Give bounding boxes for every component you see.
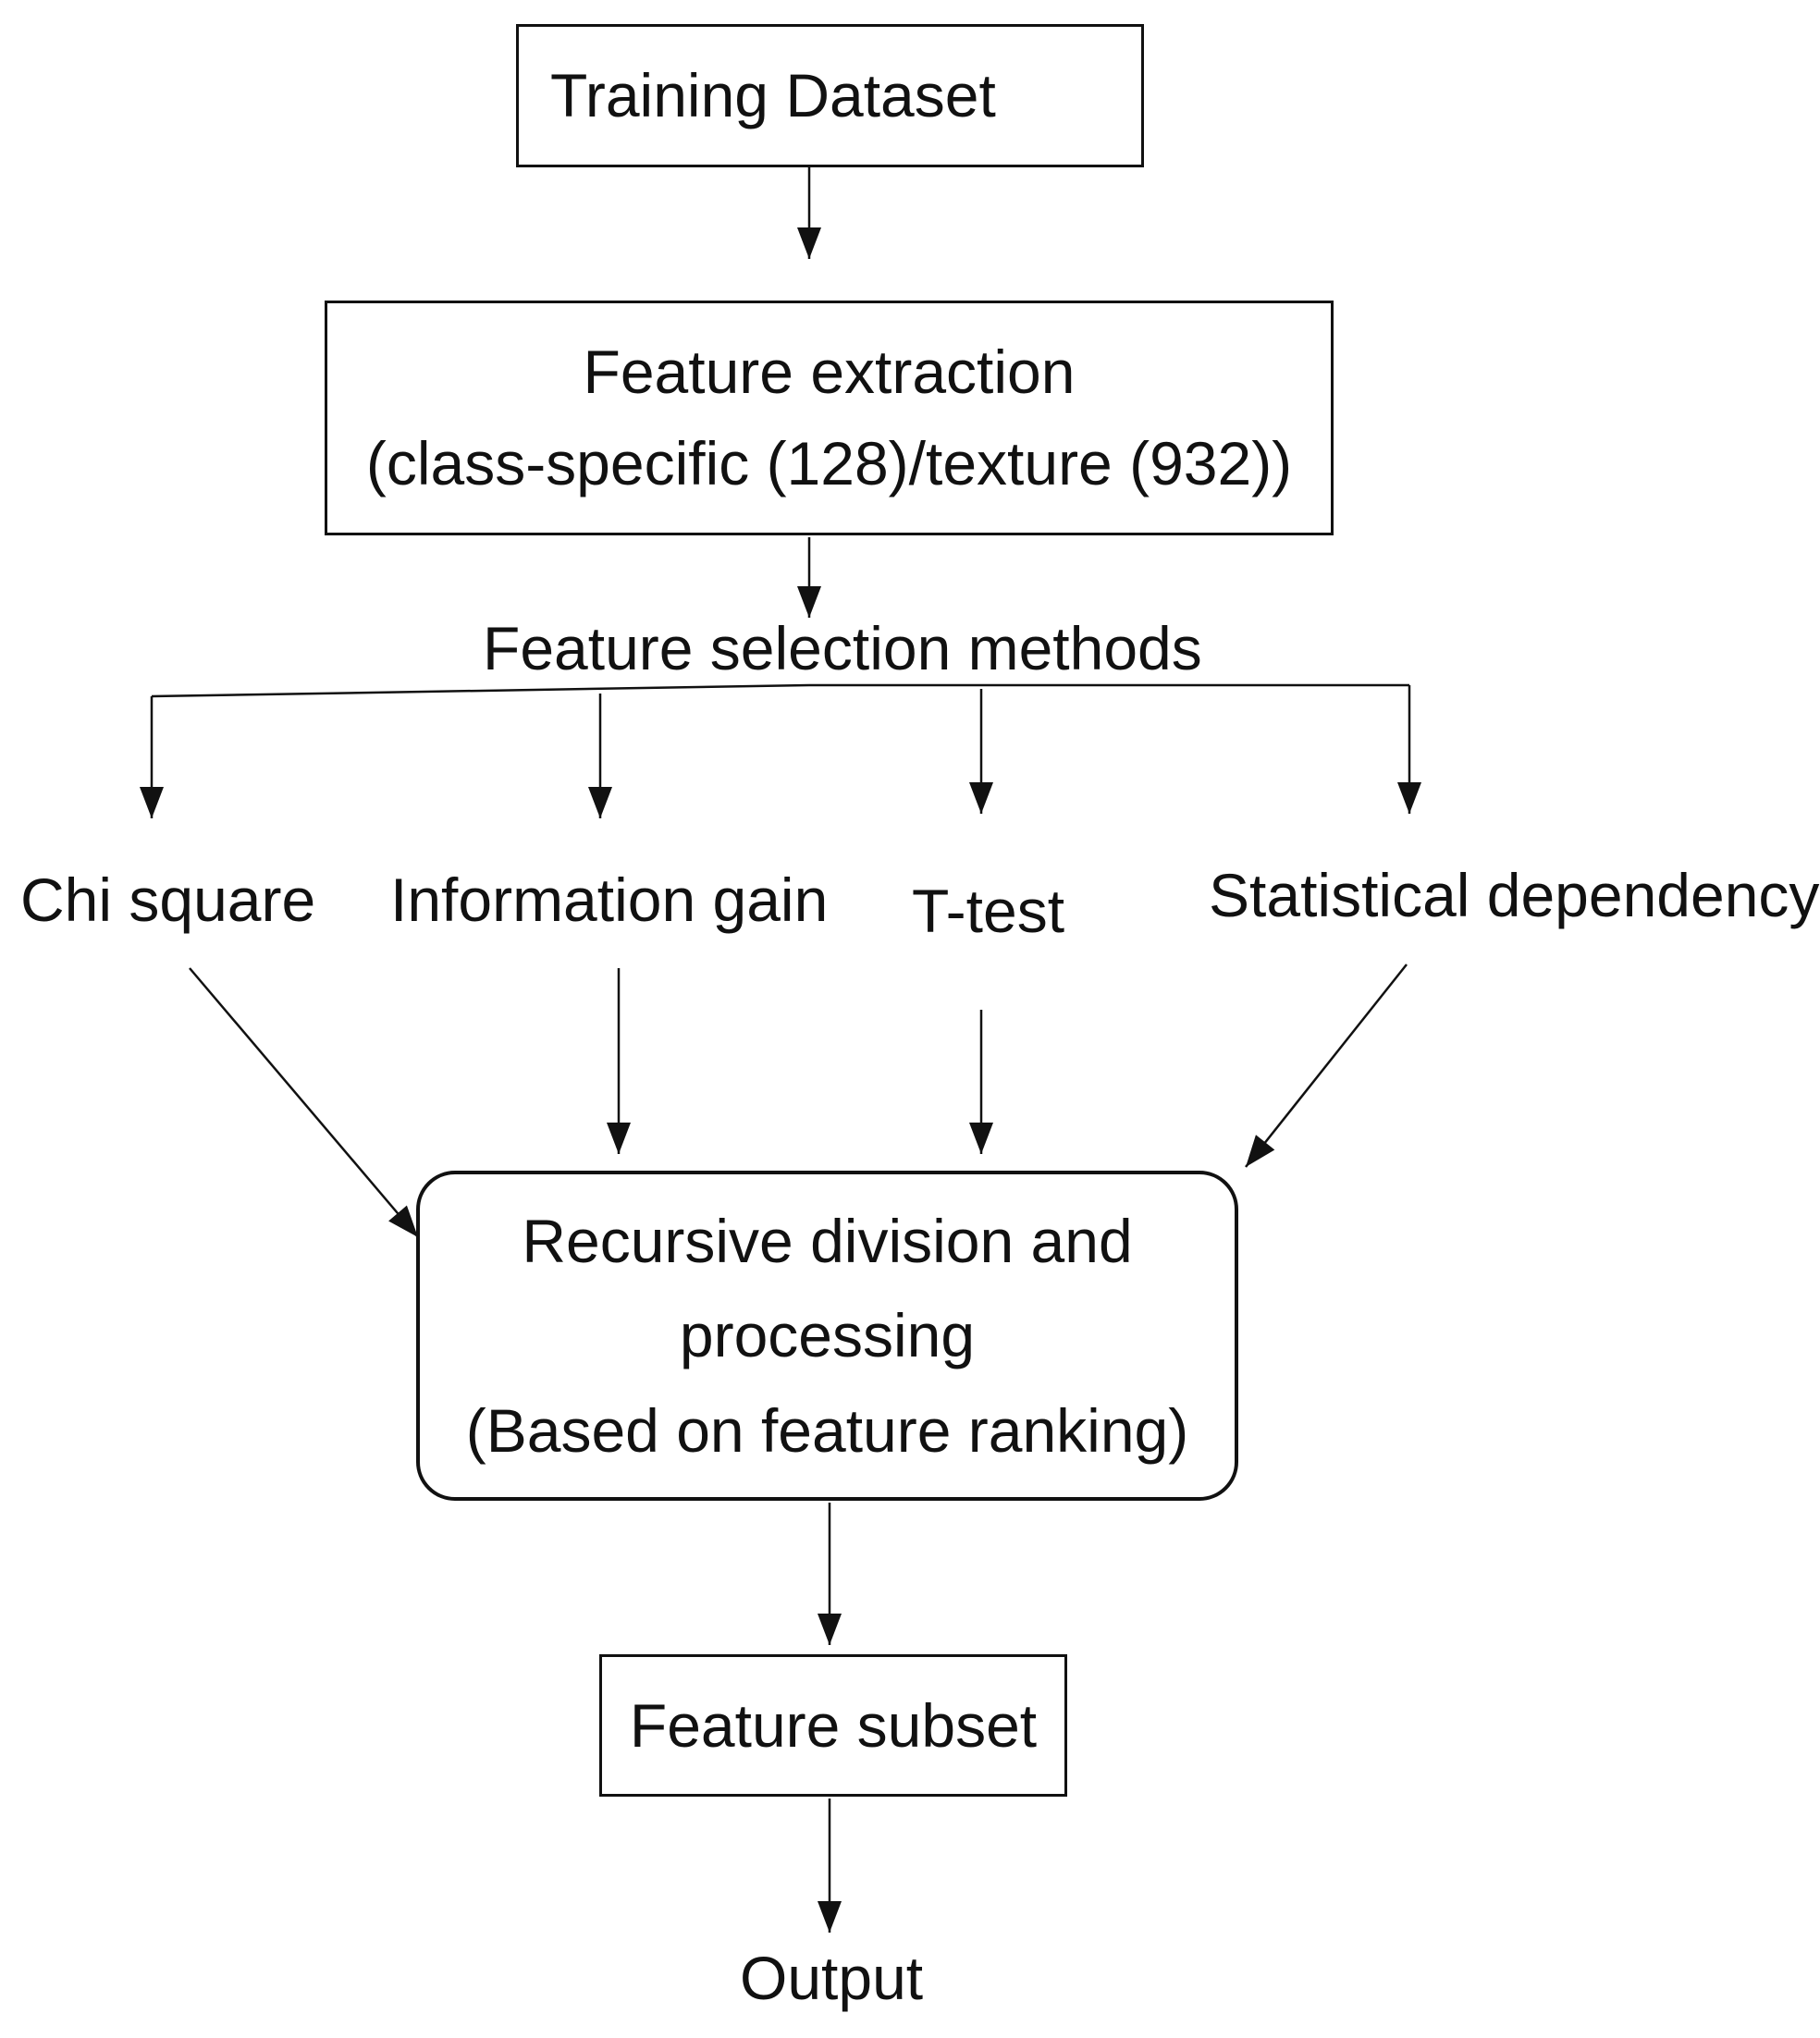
feature-subset-box: Feature subset xyxy=(599,1654,1067,1797)
training-dataset-label: Training Dataset xyxy=(550,61,996,130)
arrow-statistical-dependency-to-recursive-head xyxy=(1246,1135,1275,1167)
method-information-gain: Information gain xyxy=(390,866,829,934)
recursive-division-box: Recursive division and processing (Based… xyxy=(416,1171,1238,1501)
feature-extraction-box: Feature extraction (class-specific (128)… xyxy=(325,301,1334,535)
training-dataset-box: Training Dataset xyxy=(516,24,1144,167)
arrow-to-statistical-dependency-head xyxy=(1397,782,1421,814)
arrow-training-to-extraction-head xyxy=(797,227,821,259)
recursive-title: Recursive division and xyxy=(522,1207,1133,1276)
method-t-test: T-test xyxy=(912,877,1065,945)
output-label: Output xyxy=(740,1944,924,2012)
method-statistical-dependency: Statistical dependency xyxy=(1209,861,1820,929)
arrow-information-gain-to-recursive-head xyxy=(607,1123,631,1154)
arrow-to-t-test-head xyxy=(969,782,993,814)
feature-subset-label: Feature subset xyxy=(629,1690,1038,1760)
arrow-chi-square-to-recursive-head xyxy=(388,1205,418,1237)
arrow-recursive-to-subset-head xyxy=(818,1614,842,1645)
arrow-to-information-gain-head xyxy=(588,787,612,818)
arrow-subset-to-output-head xyxy=(818,1901,842,1933)
branch-bar-left xyxy=(151,683,810,698)
recursive-title-cont: processing xyxy=(679,1301,976,1370)
feature-selection-methods-label: Feature selection methods xyxy=(483,614,1202,682)
arrow-statistical-dependency-to-recursive-line xyxy=(1245,964,1408,1168)
method-chi-square: Chi square xyxy=(20,866,316,934)
arrow-chi-square-to-recursive-line xyxy=(189,967,419,1238)
arrow-extraction-to-selection-head xyxy=(797,586,821,618)
recursive-note: (Based on feature ranking) xyxy=(465,1395,1189,1465)
feature-extraction-title: Feature extraction xyxy=(583,338,1076,406)
feature-extraction-detail: (class-specific (128)/texture (932)) xyxy=(365,429,1293,497)
arrow-t-test-to-recursive-head xyxy=(969,1123,993,1154)
arrow-to-chi-square-head xyxy=(140,787,164,818)
